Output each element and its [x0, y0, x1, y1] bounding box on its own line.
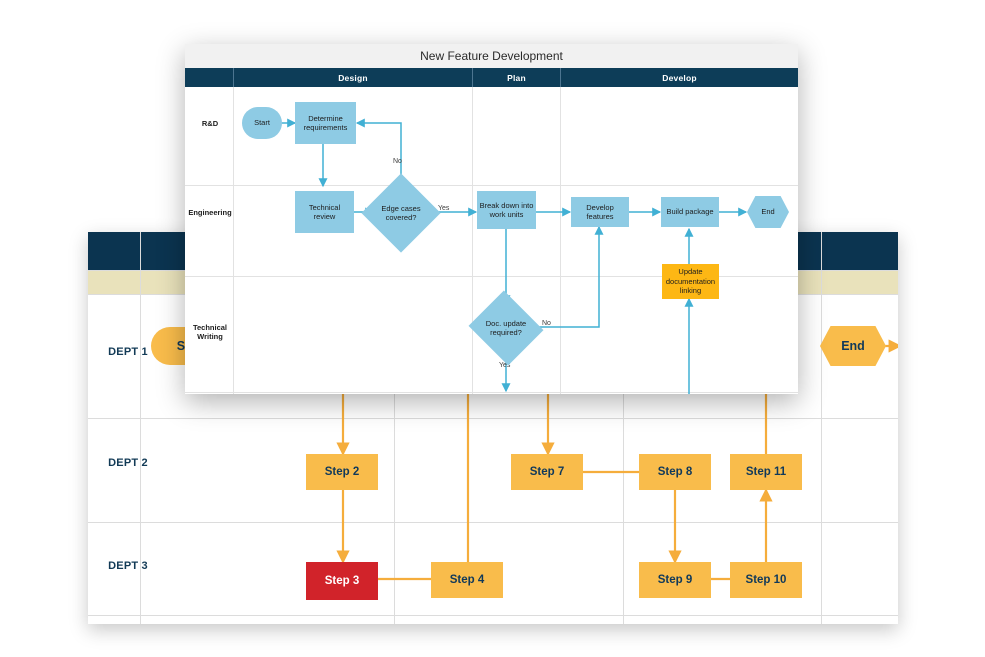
fg-node-build-package[interactable]: Build package: [661, 197, 719, 227]
bg-node-step-10[interactable]: Step 10: [730, 562, 802, 598]
fg-node-develop-features[interactable]: Develop features: [571, 197, 629, 227]
fg-grid-line: [185, 392, 798, 393]
fg-node-label: Doc. update required?: [485, 318, 527, 337]
bg-node-end[interactable]: End: [820, 326, 886, 366]
fg-node-start[interactable]: Start: [242, 107, 282, 139]
edge-label-doc-no: No: [542, 320, 551, 327]
bg-grid-line: [88, 522, 898, 523]
fg-node-update-documentation-linking[interactable]: Update documentation linking: [662, 264, 719, 299]
bg-lane-label-dept-3: DEPT 3: [108, 560, 148, 572]
bg-grid-line: [623, 232, 624, 624]
bg-grid-line: [88, 418, 898, 419]
fg-lane-label-technical-writing: Technical Writing: [192, 323, 228, 342]
bg-node-step-8[interactable]: Step 8: [639, 454, 711, 490]
fg-grid-line: [185, 276, 798, 277]
bg-lane-label-dept-2: DEPT 2: [108, 457, 148, 469]
fg-node-end[interactable]: End: [747, 196, 789, 228]
fg-node-determine-requirements[interactable]: Determine requirements: [295, 102, 356, 144]
bg-node-step-2[interactable]: Step 2: [306, 454, 378, 490]
bg-grid-line: [88, 615, 898, 616]
phase-header-design[interactable]: Design: [233, 68, 472, 87]
bg-grid-line: [140, 232, 141, 624]
phase-header-blank: [185, 68, 233, 87]
fg-grid-line: [233, 87, 234, 394]
bg-node-step-3[interactable]: Step 3: [306, 562, 378, 600]
phase-header-plan[interactable]: Plan: [472, 68, 560, 87]
bg-grid-line: [821, 232, 822, 624]
fg-lane-label-engineering: Engineering: [188, 208, 232, 217]
bg-node-step-11[interactable]: Step 11: [730, 454, 802, 490]
bg-lane-label-dept-1: DEPT 1: [108, 346, 148, 358]
fg-node-doc-update-required[interactable]: Doc. update required?: [468, 290, 544, 366]
bg-node-step-9[interactable]: Step 9: [639, 562, 711, 598]
bg-node-step-4[interactable]: Step 4: [431, 562, 503, 598]
edge-label-edge-no: No: [393, 158, 402, 165]
fg-node-label: Edge cases covered?: [381, 203, 421, 222]
panel-title: New Feature Development: [185, 44, 798, 69]
fg-grid-line: [472, 87, 473, 394]
fg-lane-label-rnd: R&D: [201, 119, 219, 128]
edge-label-doc-yes: Yes: [499, 362, 511, 369]
fg-grid-line: [560, 87, 561, 394]
phase-header-develop[interactable]: Develop: [560, 68, 798, 87]
edge-label-edge-yes: Yes: [438, 205, 450, 212]
bg-node-step-7[interactable]: Step 7: [511, 454, 583, 490]
fg-node-technical-review[interactable]: Technical review: [295, 191, 354, 233]
bg-grid-line: [394, 232, 395, 624]
fg-grid-line: [185, 185, 798, 186]
foreground-flowchart-panel[interactable]: New Feature Development Design Plan Deve…: [185, 44, 798, 394]
fg-node-edge-cases-covered[interactable]: Edge cases covered?: [361, 173, 441, 253]
fg-node-break-down-work-units-engineering[interactable]: Break down into work units: [477, 191, 536, 229]
phase-header-band: Design Plan Develop: [185, 68, 798, 87]
